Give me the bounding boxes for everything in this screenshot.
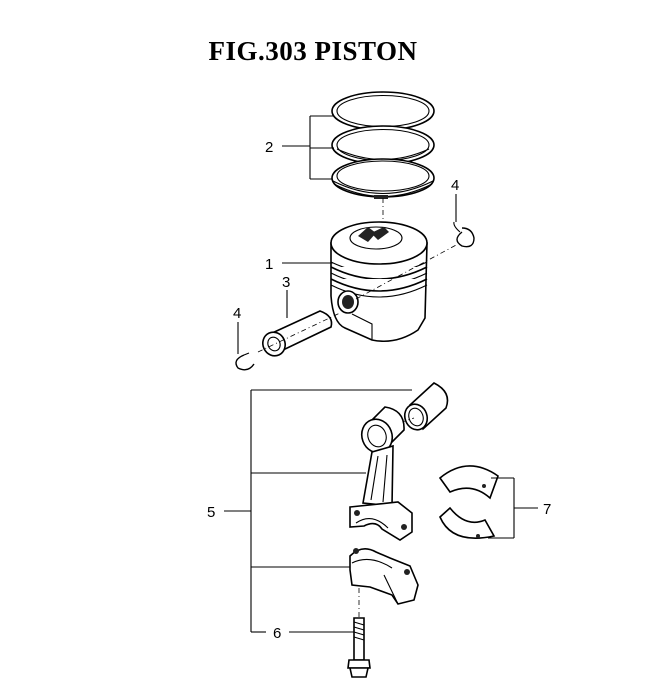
- connecting-rod: [349, 406, 419, 620]
- callout-4-right: 4: [451, 177, 459, 194]
- callout-6: 6: [273, 625, 281, 642]
- callout-4-left: 4: [233, 305, 241, 322]
- snap-ring-left: [235, 352, 255, 371]
- callout-7: 7: [543, 501, 551, 518]
- callout-2: 2: [265, 139, 273, 156]
- snap-ring-right: [453, 221, 475, 248]
- piston-rings: [331, 91, 435, 224]
- figure-title: FIG.303 PISTON: [208, 36, 418, 66]
- callout-5: 5: [207, 504, 215, 521]
- piston: [330, 221, 459, 343]
- connecting-rod-bearing: [438, 465, 499, 539]
- leader-lines: [224, 115, 538, 633]
- connecting-rod-bolt: [347, 617, 371, 678]
- callout-labels: 2 4 1 3 4 5 6 7: [207, 139, 551, 642]
- callout-1: 1: [265, 256, 273, 273]
- small-end-bushing: [377, 382, 449, 431]
- callout-3: 3: [282, 274, 290, 291]
- piston-pin: [257, 310, 341, 357]
